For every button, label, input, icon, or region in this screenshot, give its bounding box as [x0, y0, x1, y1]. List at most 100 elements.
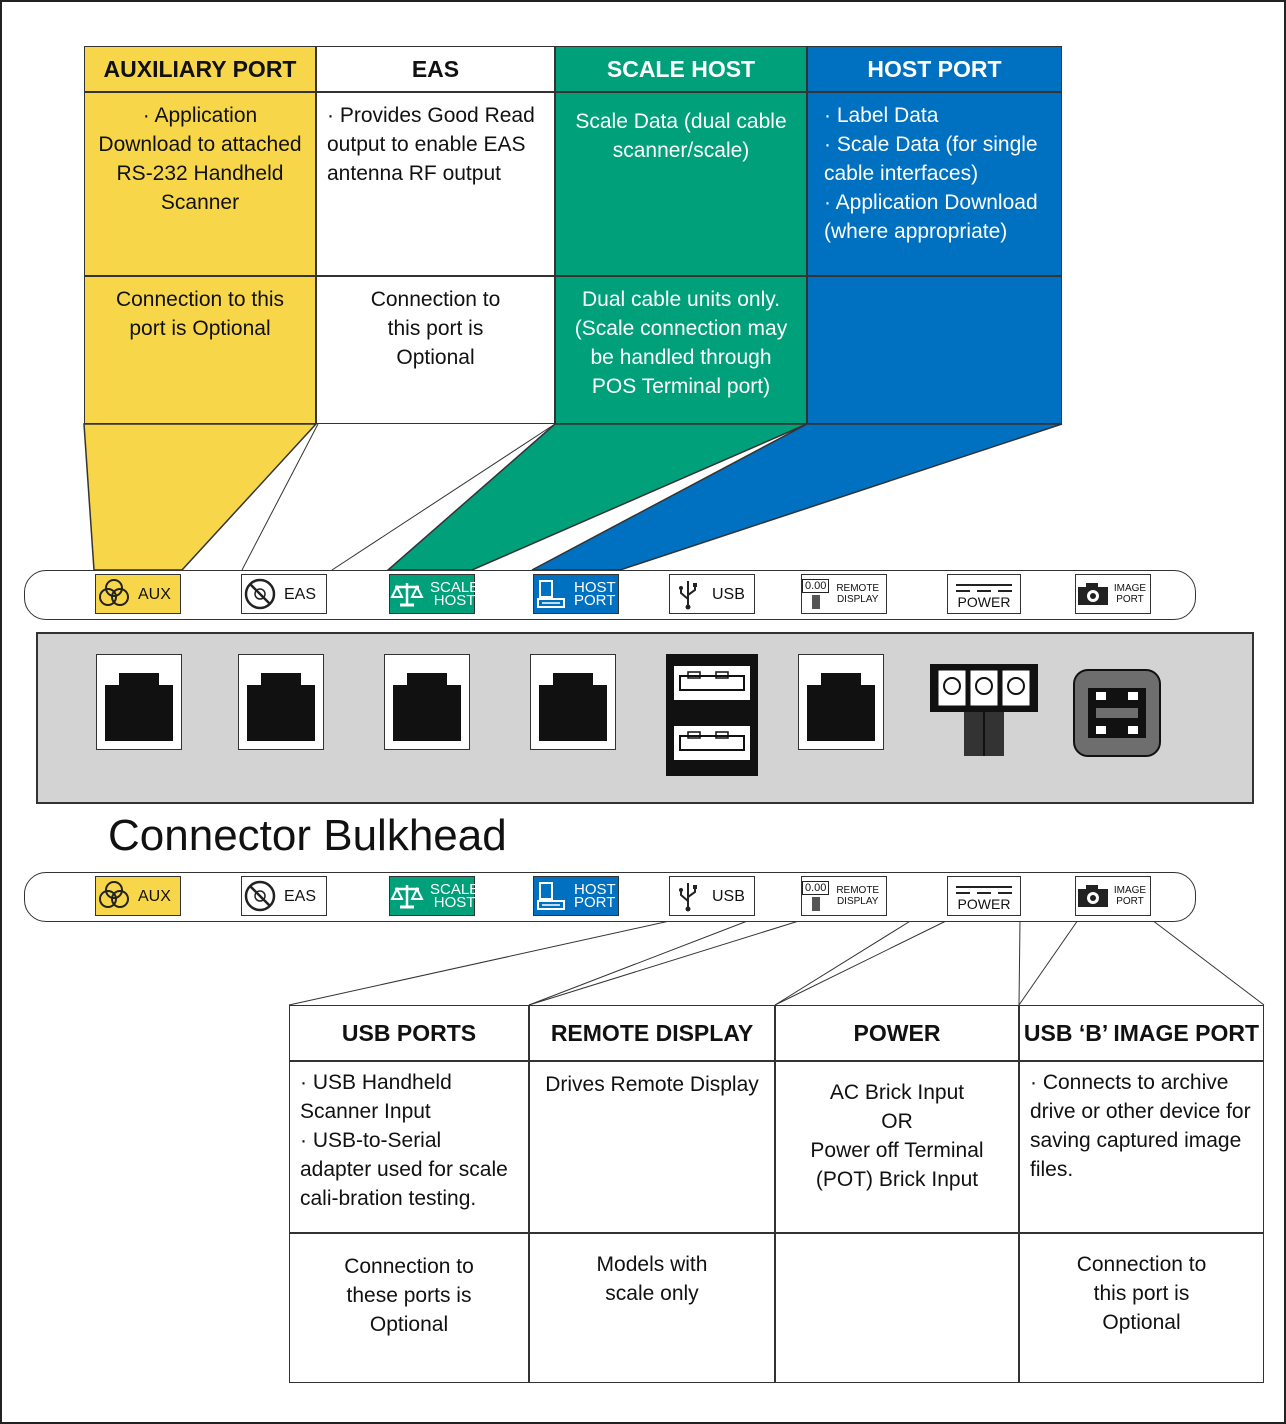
aux-callout [83, 423, 318, 571]
usb-callout-line-a [288, 919, 675, 1006]
remote-display-label: REMOTE DISPLAY [836, 583, 880, 605]
eas-jack [238, 654, 324, 750]
scale-host-badge-bottom: SCALE HOST [389, 876, 479, 916]
power-icon [952, 580, 1016, 596]
remote-callout-line-a [528, 919, 803, 1006]
eas-callout-line-b [331, 423, 556, 571]
host-port-badge-bottom: HOST PORT [533, 876, 619, 916]
remote-display-label: REMOTE DISPLAY [836, 885, 880, 907]
port-label-strip-bottom: AUX EAS SCALE HOST HOST PORT USB [24, 872, 1196, 922]
usb-badge: USB [669, 574, 755, 614]
host-port-header: HOST PORT [807, 46, 1062, 92]
scale-host-note: Dual cable units only. (Scale connection… [555, 276, 807, 424]
remote-display-stand [811, 595, 820, 609]
remote-display-header: REMOTE DISPLAY [529, 1005, 775, 1061]
power-description: AC Brick Input OR Power off Terminal (PO… [775, 1061, 1019, 1233]
aux-note: Connection to this port is Optional [84, 276, 316, 424]
diagram-title: Connector Bulkhead [108, 811, 507, 860]
image-callout-line-b [1151, 919, 1265, 1006]
port-label-strip-top: AUX EAS SCALE HOST HOST PORT USB [24, 570, 1196, 620]
aux-badge-bottom: AUX [95, 876, 181, 916]
usb-ports-note: Connection to these ports is Optional [289, 1233, 529, 1383]
usb-label: USB [712, 585, 745, 603]
remote-display-jack [798, 654, 884, 750]
power-label: POWER [957, 895, 1011, 912]
host-port-jack [530, 654, 616, 750]
aux-icon [96, 576, 132, 612]
host-port-description: · Label Data · Scale Data (for single ca… [807, 92, 1062, 276]
eas-header: EAS [316, 46, 555, 92]
power-callout-line-b [1018, 919, 1021, 1006]
eas-badge: EAS [241, 574, 327, 614]
remote-display-icon: 0.00 [802, 576, 830, 612]
remote-display-stand [811, 897, 820, 911]
scale-icon [390, 576, 424, 612]
aux-header: AUXILIARY PORT [84, 46, 316, 92]
host-port-note [807, 276, 1062, 424]
usb-badge-bottom: USB [669, 876, 755, 916]
usb-ports-block [666, 654, 758, 776]
scale-host-description: Scale Data (dual cable scanner/scale) [555, 92, 807, 276]
image-port-description: · Connects to archive drive or other dev… [1019, 1061, 1264, 1233]
aux-badge: AUX [95, 574, 181, 614]
eas-description: · Provides Good Read output to enable EA… [316, 92, 555, 276]
usb-icon [670, 576, 706, 612]
remote-display-value: 0.00 [802, 579, 830, 593]
image-port-note: Connection to this port is Optional [1019, 1233, 1264, 1383]
power-connector [928, 662, 1040, 758]
host-icon [534, 878, 568, 914]
scale-host-badge: SCALE HOST [389, 574, 479, 614]
usb-callout-line-b [528, 919, 751, 1006]
power-label: POWER [957, 593, 1011, 610]
camera-icon [1076, 878, 1110, 914]
remote-display-note: Models with scale only [529, 1233, 775, 1383]
aux-label: AUX [138, 887, 171, 905]
scale-host-label: SCALE HOST [430, 579, 480, 609]
remote-callout-line-b [774, 919, 913, 1006]
eas-label: EAS [284, 585, 317, 603]
aux-description: · Application Download to attached RS-23… [84, 92, 316, 276]
power-badge: POWER [947, 574, 1021, 614]
remote-display-value: 0.00 [802, 881, 830, 895]
aux-icon [96, 878, 132, 914]
aux-label: AUX [138, 585, 171, 603]
aux-jack [96, 654, 182, 750]
remote-display-description: Drives Remote Display [529, 1061, 775, 1233]
usb-label: USB [712, 887, 745, 905]
image-port-badge-bottom: IMAGE PORT [1075, 876, 1151, 916]
image-port-label: IMAGE PORT [1113, 885, 1147, 907]
scale-icon [390, 878, 424, 914]
power-header: POWER [775, 1005, 1019, 1061]
image-port-badge: IMAGE PORT [1075, 574, 1151, 614]
image-port-connector [1072, 668, 1162, 758]
host-port-label: HOST PORT [574, 881, 616, 911]
eas-icon [242, 576, 278, 612]
usb-icon [670, 878, 706, 914]
power-callout-line-a [774, 919, 949, 1006]
host-port-badge: HOST PORT [533, 574, 619, 614]
eas-icon [242, 878, 278, 914]
image-callout-line-a [1018, 919, 1079, 1006]
usb-port-pair [674, 666, 750, 760]
power-icon [952, 882, 1016, 898]
scale-host-header: SCALE HOST [555, 46, 807, 92]
eas-badge-bottom: EAS [241, 876, 327, 916]
eas-callout-line-a [241, 423, 319, 571]
scale-host-jack [384, 654, 470, 750]
eas-label: EAS [284, 887, 317, 905]
scale-host-label: SCALE HOST [430, 881, 480, 911]
eas-note: Connection to this port is Optional [316, 276, 555, 424]
power-note [775, 1233, 1019, 1383]
image-port-header: USB ‘B’ IMAGE PORT [1019, 1005, 1264, 1061]
remote-display-badge: 0.00 REMOTE DISPLAY [801, 574, 887, 614]
camera-icon [1076, 576, 1110, 612]
image-port-label: IMAGE PORT [1113, 583, 1147, 605]
power-badge-bottom: POWER [947, 876, 1021, 916]
usb-ports-header: USB PORTS [289, 1005, 529, 1061]
host-port-label: HOST PORT [574, 579, 616, 609]
remote-display-badge-bottom: 0.00 REMOTE DISPLAY [801, 876, 887, 916]
connector-panel [36, 632, 1254, 804]
host-icon [534, 576, 568, 612]
